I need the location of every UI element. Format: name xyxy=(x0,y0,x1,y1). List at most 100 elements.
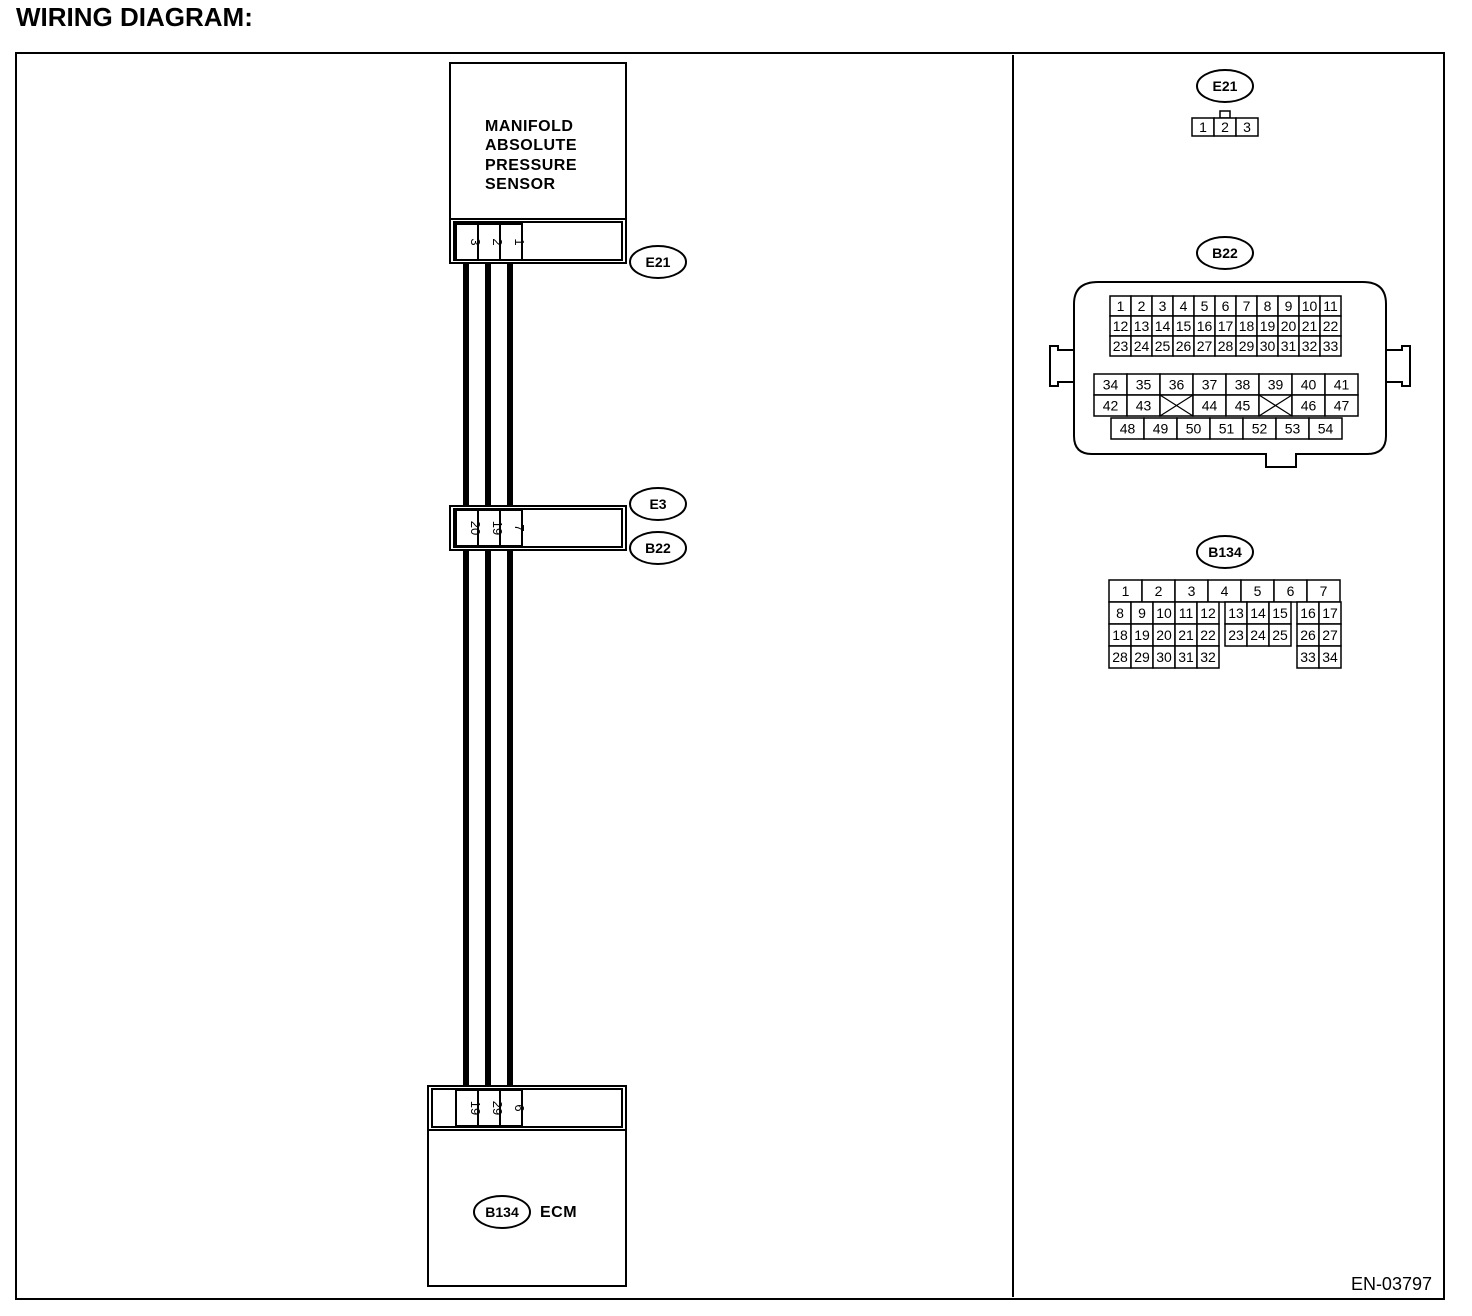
e3-tag: E3 xyxy=(629,487,687,521)
pin-number: 23 xyxy=(1228,627,1244,643)
pin-number: 1 xyxy=(1117,298,1125,314)
pin-number: 27 xyxy=(1197,338,1213,354)
map-sensor-label-line-3: PRESSURE xyxy=(485,157,577,174)
pin-number: 11 xyxy=(1323,298,1338,314)
pinout-b22-tag-label: B22 xyxy=(1212,245,1238,261)
pinout-b134-tag-label: B134 xyxy=(1208,544,1242,560)
pin-number: 2 xyxy=(1221,119,1229,135)
pin-number: 28 xyxy=(1218,338,1234,354)
e21-tag: E21 xyxy=(629,245,687,279)
pin-number: 36 xyxy=(1169,377,1185,393)
pin-number: 14 xyxy=(1250,605,1266,621)
pin-number: 5 xyxy=(1254,583,1262,599)
pin-number: 29 xyxy=(1134,649,1150,665)
pin-cell xyxy=(1308,417,1343,440)
pin-number: 12 xyxy=(1200,605,1216,621)
pin-number: 5 xyxy=(1201,298,1209,314)
pin-number: 23 xyxy=(1113,338,1129,354)
pin-number: 19 xyxy=(1260,318,1276,334)
pin-number: 4 xyxy=(1221,583,1229,599)
pin-number: 14 xyxy=(1155,318,1171,334)
pin-number: 50 xyxy=(1186,421,1202,437)
pin-number: 2 xyxy=(1155,583,1163,599)
blank-pin-cross-1 xyxy=(1159,394,1194,417)
pin-number: 12 xyxy=(1113,318,1129,334)
diagram-frame xyxy=(15,52,1445,1300)
map-sensor: MANIFOLD ABSOLUTE PRESSURE SENSOR xyxy=(449,62,627,220)
pin-number: 20 xyxy=(1156,627,1172,643)
pin-number: 15 xyxy=(1272,605,1288,621)
pin-number: 34 xyxy=(1103,377,1119,393)
e21-pin-1: 1 xyxy=(512,238,527,245)
pin-number: 20 xyxy=(1281,318,1297,334)
pin-number: 26 xyxy=(1300,627,1316,643)
pin-number: 13 xyxy=(1228,605,1244,621)
pin-number: 31 xyxy=(1281,338,1297,354)
pin-number: 29 xyxy=(1239,338,1255,354)
wire-bundle-upper xyxy=(463,262,513,507)
e3-b22-pin-19: 19 xyxy=(490,521,505,535)
b134-pin-6: 6 xyxy=(512,1104,527,1111)
pin-number: 26 xyxy=(1176,338,1192,354)
pin-number: 44 xyxy=(1202,398,1218,414)
pin-number: 15 xyxy=(1176,318,1192,334)
b134-pin-29: 29 xyxy=(490,1101,505,1115)
map-sensor-label-line-4: SENSOR xyxy=(485,176,556,193)
pin-number: 31 xyxy=(1178,649,1194,665)
wire-bundle-lower xyxy=(463,549,513,1088)
blank-pin-cross-1 xyxy=(1258,394,1293,417)
pin-number: 6 xyxy=(1287,583,1295,599)
connector-b134: 19 29 6 xyxy=(427,1085,627,1131)
pin-cell xyxy=(1324,394,1359,417)
pin-number: 2 xyxy=(1138,298,1146,314)
pin-number: 46 xyxy=(1301,398,1317,414)
pin-number: 10 xyxy=(1302,298,1318,314)
pin-number: 22 xyxy=(1323,318,1339,334)
pin-number: 16 xyxy=(1300,605,1316,621)
connector-e3-b22: 20 19 7 xyxy=(449,505,627,551)
pin-number: 24 xyxy=(1250,627,1266,643)
b22-latch-right xyxy=(1386,345,1411,387)
pin-number: 4 xyxy=(1180,298,1188,314)
e21-pin-3: 3 xyxy=(468,238,483,245)
e21-tag-label: E21 xyxy=(646,254,671,270)
map-sensor-label-line-1: MANIFOLD xyxy=(485,118,573,135)
pin-number: 32 xyxy=(1302,338,1318,354)
pin-number: 49 xyxy=(1153,421,1169,437)
pin-number: 11 xyxy=(1179,605,1194,621)
pin-number: 27 xyxy=(1322,627,1338,643)
pin-number: 7 xyxy=(1320,583,1328,599)
pin-number: 34 xyxy=(1322,649,1338,665)
b22-latch-left xyxy=(1049,345,1074,387)
pin-number: 45 xyxy=(1235,398,1251,414)
pin-number: 51 xyxy=(1219,421,1235,437)
ecm-connector-tag xyxy=(473,1195,531,1229)
pin-number: 21 xyxy=(1302,318,1318,334)
pin-number: 30 xyxy=(1156,649,1172,665)
pin-number: 53 xyxy=(1285,421,1301,437)
pin-number: 22 xyxy=(1200,627,1216,643)
map-sensor-label-line-2: ABSOLUTE xyxy=(485,137,577,154)
pin-number: 17 xyxy=(1322,605,1338,621)
pin-number: 1 xyxy=(1122,583,1130,599)
e21-pin-2: 2 xyxy=(490,238,505,245)
pin-number: 16 xyxy=(1197,318,1213,334)
pin-number: 39 xyxy=(1268,377,1284,393)
pin-number: 9 xyxy=(1285,298,1293,314)
pin-number: 3 xyxy=(1243,119,1251,135)
pin-number: 42 xyxy=(1103,398,1119,414)
pin-number: 8 xyxy=(1264,298,1272,314)
e3-b22-pin-20: 20 xyxy=(468,521,483,535)
pin-number: 37 xyxy=(1202,377,1218,393)
pin-number: 43 xyxy=(1136,398,1152,414)
e3-b22-pin-7: 7 xyxy=(512,524,527,531)
b22-tag: B22 xyxy=(629,531,687,565)
pin-number: 25 xyxy=(1155,338,1171,354)
ecm-label: ECM xyxy=(540,1204,577,1221)
pin-number: 32 xyxy=(1200,649,1216,665)
